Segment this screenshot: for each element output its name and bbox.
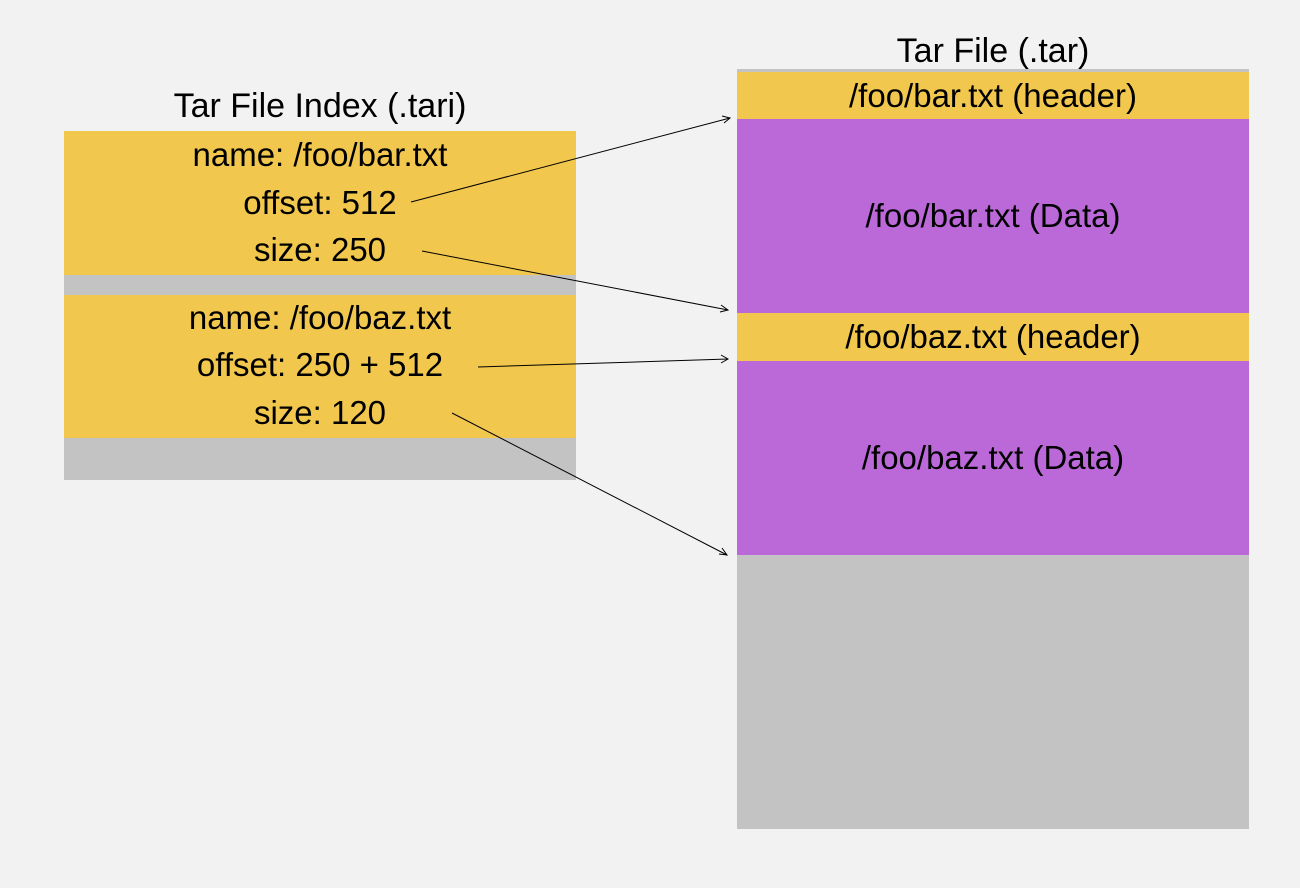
index-empty-space <box>64 438 576 480</box>
tar-data-baz: /foo/baz.txt (Data) <box>737 361 1249 555</box>
tar-header-bar: /foo/bar.txt (header) <box>737 72 1249 119</box>
index-entry-size: size: 120 <box>253 394 387 431</box>
index-entry-bar: name: /foo/bar.txt offset: 512 size: 250 <box>64 131 576 275</box>
index-entry-baz: name: /foo/baz.txt offset: 250 + 512 siz… <box>64 295 576 438</box>
tar-header-bar-label: /foo/bar.txt (header) <box>849 77 1137 114</box>
index-separator <box>64 275 576 295</box>
index-entry-name: name: /foo/bar.txt <box>192 136 448 173</box>
arrowhead-icon <box>720 354 730 364</box>
index-entry-name: name: /foo/baz.txt <box>188 299 452 336</box>
index-entry-offset: offset: 250 + 512 <box>196 346 444 383</box>
tar-data-bar: /foo/bar.txt (Data) <box>737 119 1249 313</box>
tar-data-bar-label: /foo/bar.txt (Data) <box>865 197 1121 234</box>
index-title: Tar File Index (.tari) <box>173 87 467 125</box>
arrowhead-icon <box>721 115 732 124</box>
tar-header-baz: /foo/baz.txt (header) <box>737 313 1249 361</box>
tar-data-baz-label: /foo/baz.txt (Data) <box>861 439 1125 476</box>
tar-header-baz-label: /foo/baz.txt (header) <box>845 318 1141 355</box>
arrowhead-icon <box>719 304 730 313</box>
index-entry-size: size: 250 <box>253 231 387 268</box>
tar-title: Tar File (.tar) <box>896 32 1090 70</box>
index-entry-offset: offset: 512 <box>243 184 397 221</box>
arrowhead-icon <box>718 547 729 556</box>
